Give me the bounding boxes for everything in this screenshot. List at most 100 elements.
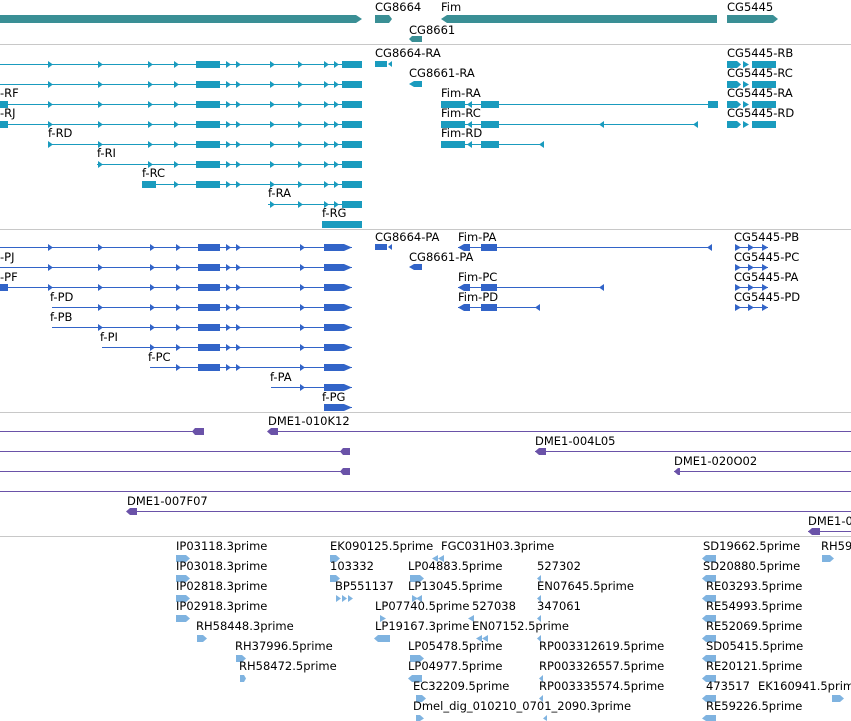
est-label[interactable]: RH58472.5prime [239,659,337,673]
f-protein-exons [0,244,352,411]
est-label[interactable]: RE59226.5prime [706,699,802,713]
transcript-label[interactable]: -RF [0,86,19,100]
protein-label[interactable]: f-PB [50,310,73,324]
protein-label[interactable]: CG5445-PB [734,230,799,244]
clone-label[interactable]: DME1-007F07 [127,494,208,508]
est-label[interactable]: FGC031H03.3prime [441,539,554,553]
est-label[interactable]: EC32209.5prime [413,679,509,693]
protein-label[interactable]: CG5445-PD [734,290,800,304]
est-label[interactable]: LP04883.5prime [408,559,502,573]
transcript-label[interactable]: f-RD [48,126,73,140]
clone-label[interactable]: DME1-020O02 [674,454,757,468]
transcript-label[interactable]: CG5445-RA [727,86,793,100]
est-label[interactable]: 527302 [537,559,581,573]
gene-fim-glyph[interactable] [441,15,717,23]
est-label[interactable]: EK090125.5prime [330,539,433,553]
protein-label[interactable]: Fim-PC [458,270,497,284]
track-separators [0,44,851,537]
protein-label[interactable]: f-PD [50,290,74,304]
gene-cg8661-glyph[interactable] [409,36,422,42]
transcript-label[interactable]: f-RI [97,146,116,160]
est-label[interactable]: RE52069.5prime [706,619,802,633]
est-label[interactable]: RE20121.5prime [706,659,802,673]
transcript-track-a: -RF -RJ f-RD f-RI f-RC f-RA f-RG CG8664-… [0,46,794,228]
clone-label[interactable]: DME1-004L05 [535,434,616,448]
protein-label[interactable]: -PF [0,270,18,284]
cg8664-ra-exon[interactable] [375,61,387,67]
transcript-label[interactable]: CG5445-RD [727,106,794,120]
transcript-label[interactable]: Fim-RA [441,86,481,100]
transcript-label[interactable]: f-RG [322,206,346,220]
est-label[interactable]: RP003326557.5prime [539,659,664,673]
gene-label-cg8664[interactable]: CG8664 [375,0,421,14]
protein-label[interactable]: Fim-PA [458,230,497,244]
est-label[interactable]: RP003335574.5prime [539,679,664,693]
transcript-label[interactable]: f-RC [142,166,165,180]
transcript-label[interactable]: CG5445-RB [727,46,793,60]
est-label[interactable]: RE03293.5prime [706,579,802,593]
est-label[interactable]: LP07740.5prime [375,599,469,613]
transcript-label[interactable]: Fim-RC [441,106,481,120]
transcript-label[interactable]: CG8661-RA [409,66,475,80]
est-label[interactable]: 527038 [472,599,516,613]
protein-label[interactable]: CG5445-PC [734,250,799,264]
clone-label[interactable]: DME1-010K12 [268,414,350,428]
gene-f-glyph[interactable] [0,15,362,23]
protein-label[interactable]: f-PI [100,330,118,344]
est-label[interactable]: RE54993.5prime [706,599,802,613]
clone-end-marker [340,468,350,475]
est-label[interactable]: IP02818.3prime [176,579,267,593]
gene-label-cg8661[interactable]: CG8661 [409,23,455,37]
est-label[interactable]: RH37996.5prime [235,639,333,653]
est-label[interactable]: BP551137 [335,579,394,593]
clone-end-marker [340,448,350,455]
gene-cg5445-glyph[interactable] [727,15,778,23]
est-label[interactable]: LP04977.5prime [408,659,502,673]
protein-label[interactable]: CG5445-PA [734,270,799,284]
transcript-label[interactable]: Fim-RD [441,126,482,140]
clone-start-marker [674,468,680,475]
est-label[interactable]: IP03118.3prime [176,539,267,553]
gene-cg8664-glyph[interactable] [375,15,392,23]
est-label[interactable]: 347061 [537,599,581,613]
gene-label-fim[interactable]: Fim [441,0,461,14]
cg5445-protein-arrows [735,244,768,311]
protein-label[interactable]: f-PG [322,390,345,404]
transcript-label[interactable]: CG8664-RA [375,46,441,60]
est-label[interactable]: EK160941.5prime [758,679,851,693]
f-transcript-arrows [48,61,339,208]
est-label[interactable]: LP05478.5prime [408,639,502,653]
protein-label[interactable]: CG8664-PA [375,230,440,244]
est-label[interactable]: RH59 [821,539,851,553]
est-label[interactable]: LP13045.5prime [408,579,502,593]
est-label[interactable]: SD20880.5prime [703,559,800,573]
transcript-label[interactable]: CG5445-RC [727,66,793,80]
est-label[interactable]: SD05415.5prime [706,639,803,653]
est-label[interactable]: EN07152.5prime [472,619,569,633]
est-label[interactable]: 473517 [706,679,750,693]
clone-label[interactable]: DME1-0 [808,514,851,528]
est-label[interactable]: EN07645.5prime [537,579,634,593]
est-label[interactable]: LP19167.3prime [375,619,469,633]
est-label[interactable]: RP003312619.5prime [539,639,664,653]
cg8661-ra-exon[interactable] [409,81,422,87]
protein-label[interactable]: -PJ [0,250,14,264]
transcript-label[interactable]: -RJ [0,106,16,120]
transcript-label[interactable]: f-RA [268,186,291,200]
protein-label[interactable]: f-PC [148,350,171,364]
est-label[interactable]: Dmel_dig_010210_0701_2090.3prime [413,699,631,713]
fim-protein-exons [458,244,712,311]
est-label[interactable]: SD19662.5prime [703,539,800,553]
est-label[interactable]: IP02918.3prime [176,599,267,613]
cg8664-pa-arrow [388,244,392,250]
cg8664-pa-exon[interactable] [375,244,387,250]
gene-label-cg5445[interactable]: CG5445 [727,0,773,14]
protein-label[interactable]: f-PA [270,370,292,384]
cg8661-pa-exon[interactable] [409,264,422,270]
est-label[interactable]: 103332 [330,559,374,573]
protein-label[interactable]: Fim-PD [458,290,498,304]
est-label[interactable]: RH58448.3prime [196,619,294,633]
est-label[interactable]: IP03018.3prime [176,559,267,573]
cg5445-exons-a [727,61,776,128]
protein-label[interactable]: CG8661-PA [409,250,474,264]
